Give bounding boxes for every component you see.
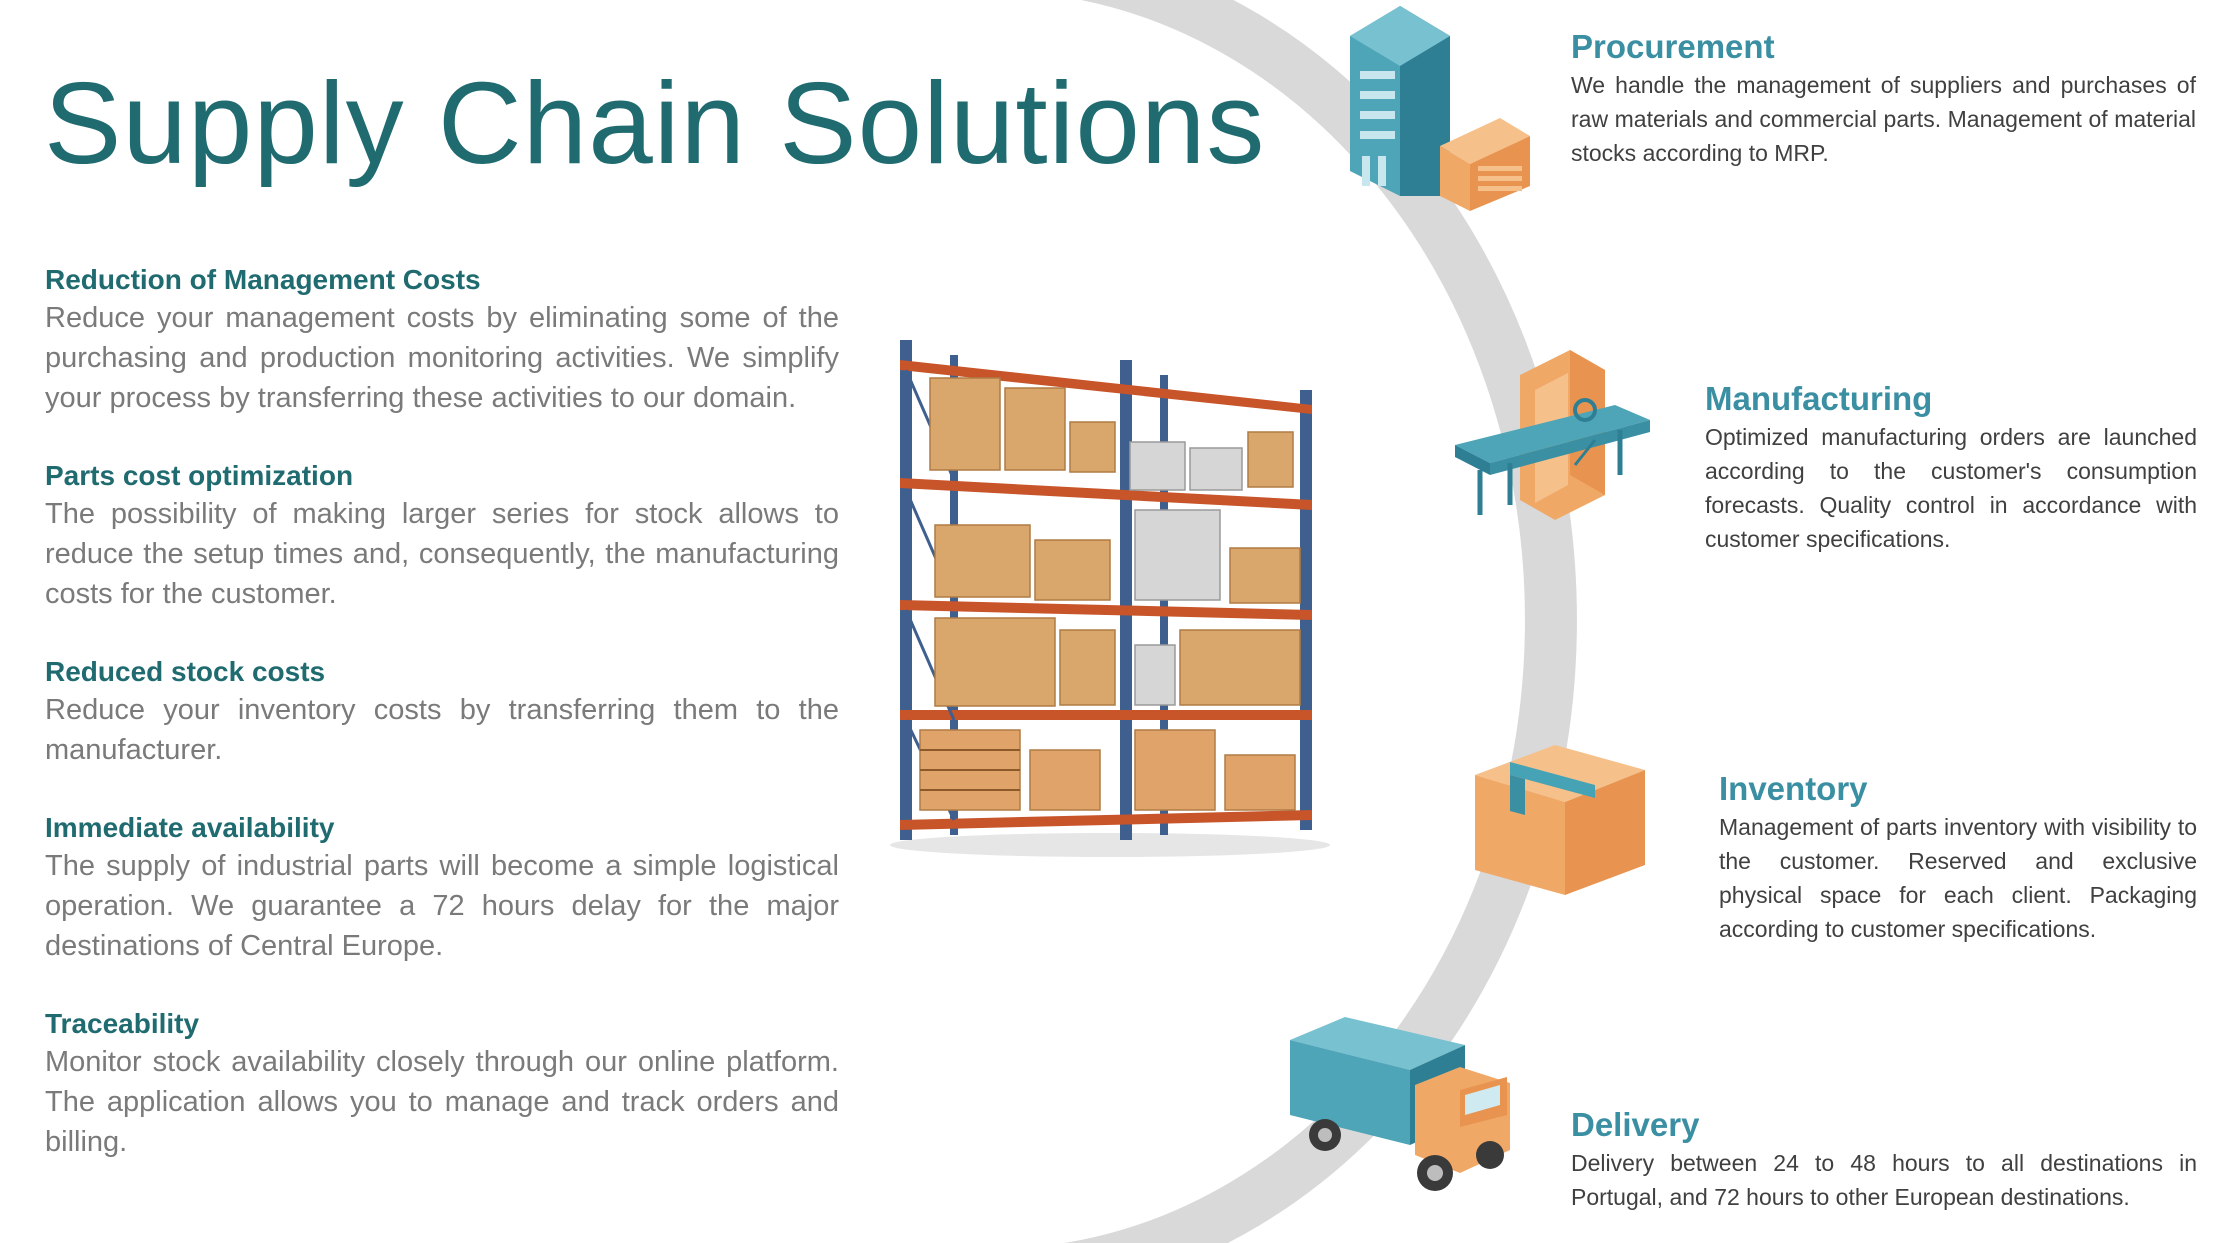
page-title: Supply Chain Solutions xyxy=(44,58,1266,188)
service-text: Delivery between 24 to 48 hours to all d… xyxy=(1571,1150,2197,1210)
benefit-parts-cost: Parts cost optimization The possibility … xyxy=(45,458,839,614)
truck-icon xyxy=(1290,1017,1510,1191)
benefit-text: The possibility of making larger series … xyxy=(45,498,839,610)
benefit-heading: Immediate availability xyxy=(45,812,335,843)
benefit-management-costs: Reduction of Management Costs Reduce you… xyxy=(45,262,839,418)
benefit-text: Reduce your management costs by eliminat… xyxy=(45,302,839,414)
service-heading: Procurement xyxy=(1571,28,1775,65)
benefit-text: Monitor stock availability closely throu… xyxy=(45,1046,839,1158)
service-manufacturing: Manufacturing Optimized manufacturing or… xyxy=(1705,378,2197,556)
benefit-traceability: Traceability Monitor stock availability … xyxy=(45,1006,839,1162)
benefit-heading: Traceability xyxy=(45,1008,200,1039)
service-text: Management of parts inventory with visib… xyxy=(1719,814,2197,942)
service-text: We handle the management of suppliers an… xyxy=(1571,72,2196,166)
service-heading: Inventory xyxy=(1719,770,1868,807)
building-warehouse-icon xyxy=(1350,6,1530,211)
benefit-heading: Reduction of Management Costs xyxy=(45,264,481,295)
benefits-list: Reduction of Management Costs Reduce you… xyxy=(45,262,839,1202)
benefit-text: The supply of industrial parts will beco… xyxy=(45,850,839,962)
service-procurement: Procurement We handle the management of … xyxy=(1571,26,2196,170)
service-inventory: Inventory Management of parts inventory … xyxy=(1719,768,2197,946)
box-icon xyxy=(1475,745,1645,895)
service-delivery: Delivery Delivery between 24 to 48 hours… xyxy=(1571,1104,2197,1214)
benefit-heading: Parts cost optimization xyxy=(45,460,354,491)
service-heading: Delivery xyxy=(1571,1106,1700,1143)
service-text: Optimized manufacturing orders are launc… xyxy=(1705,424,2197,552)
conveyor-machine-icon xyxy=(1455,350,1650,520)
benefit-heading: Reduced stock costs xyxy=(45,656,326,687)
warehouse-rack-image xyxy=(890,340,1330,857)
benefit-availability: Immediate availability The supply of ind… xyxy=(45,810,839,966)
benefit-stock-costs: Reduced stock costs Reduce your inventor… xyxy=(45,654,839,770)
service-heading: Manufacturing xyxy=(1705,380,1933,417)
benefit-text: Reduce your inventory costs by transferr… xyxy=(45,694,839,766)
